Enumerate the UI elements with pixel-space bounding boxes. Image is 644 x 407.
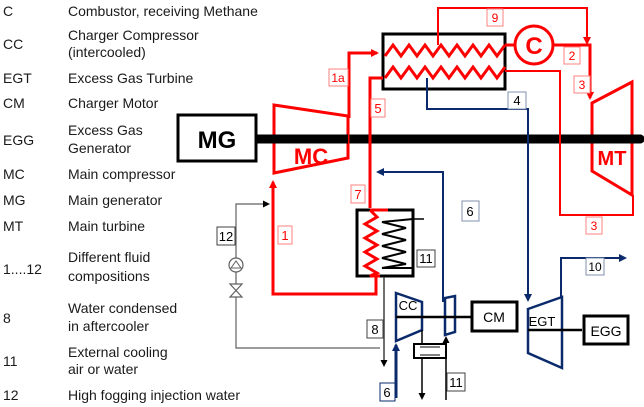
legend-abbr: 1....12 xyxy=(3,261,42,277)
legend-desc: Charger Motor xyxy=(68,95,159,111)
stream-label-1: 1 xyxy=(277,225,293,245)
legend-abbr: MG xyxy=(3,192,26,208)
recuperator xyxy=(381,32,507,91)
stream-label-3-top: 3 xyxy=(573,75,591,94)
combustor: C xyxy=(513,24,555,66)
charger-compressor-stage2 xyxy=(443,294,457,337)
intercooler xyxy=(413,330,450,400)
stream-1a-line xyxy=(347,49,379,118)
hot-streams xyxy=(269,7,634,296)
stream-label-11-aftercooler: 11 xyxy=(416,249,436,268)
svg-text:8: 8 xyxy=(371,322,378,337)
recuperator-coil-top xyxy=(383,42,507,59)
svg-text:10: 10 xyxy=(588,260,602,274)
svg-text:9: 9 xyxy=(492,11,499,25)
legend-abbr: 8 xyxy=(3,310,11,326)
stream-label-12: 12 xyxy=(216,226,236,246)
mg-label: MG xyxy=(198,127,237,154)
legend-abbr: C xyxy=(3,3,14,19)
stream-labels: 1 1a 5 7 9 2 3 3 xyxy=(216,8,605,402)
legend-abbr: CM xyxy=(3,95,25,111)
egg-label: EGG xyxy=(590,323,621,339)
legend-desc: High fogging injection water xyxy=(68,387,240,403)
stream-4-line xyxy=(426,78,532,302)
aftercooler-cooling-coil xyxy=(381,218,414,269)
svg-text:1a: 1a xyxy=(331,71,345,85)
legend-abbr: 11 xyxy=(3,353,18,369)
stream-label-7: 7 xyxy=(350,184,366,204)
legend-desc: (intercooled) xyxy=(68,44,146,60)
legend-desc: Excess Gas xyxy=(68,122,143,138)
turbine-exhaust-loop xyxy=(505,70,634,216)
legend-abbr: EGT xyxy=(3,70,32,86)
fogging-line xyxy=(235,200,380,349)
stream-label-3-bottom: 3 xyxy=(585,216,603,235)
legend-desc: Main compressor xyxy=(68,166,176,182)
legend-desc: Excess Gas Turbine xyxy=(68,70,194,86)
stream-1-line xyxy=(269,180,378,296)
svg-text:12: 12 xyxy=(219,229,233,244)
legend-desc: Water condensed xyxy=(68,300,178,316)
legend-desc: External cooling xyxy=(68,344,168,360)
svg-text:11: 11 xyxy=(419,251,433,266)
stream-label-11-intercooler: 11 xyxy=(446,372,466,392)
legend-desc: compositions xyxy=(68,268,150,284)
stream-label-2: 2 xyxy=(563,46,581,65)
stream-label-4: 4 xyxy=(507,91,527,110)
stream-label-9: 9 xyxy=(486,8,504,27)
legend-desc: Generator xyxy=(68,140,132,156)
legend-abbr: 12 xyxy=(3,387,19,403)
legend-desc: Main turbine xyxy=(68,218,146,234)
legend-abbr: MT xyxy=(3,218,24,234)
svg-text:1: 1 xyxy=(281,228,288,243)
excess-gas-generator: EGG xyxy=(582,314,630,346)
combustor-label: C xyxy=(525,33,542,60)
main-generator: MG xyxy=(176,113,258,163)
legend-desc: Different fluid xyxy=(68,249,151,265)
svg-text:7: 7 xyxy=(354,187,361,202)
legend-desc: in aftercooler xyxy=(68,318,149,334)
legend-desc: Combustor, receiving Methane xyxy=(68,3,258,19)
stream-label-5: 5 xyxy=(370,98,386,118)
svg-text:11: 11 xyxy=(449,375,463,390)
svg-text:3: 3 xyxy=(591,219,598,233)
legend-abbr: EGG xyxy=(3,132,35,148)
mc-label: MC xyxy=(294,144,328,169)
svg-text:6: 6 xyxy=(383,385,390,400)
stream-5-line xyxy=(368,76,383,208)
svg-text:3: 3 xyxy=(579,78,586,92)
cc-label: CC xyxy=(399,298,418,313)
charger-motor: CM xyxy=(470,300,519,333)
svg-text:4: 4 xyxy=(513,93,520,108)
svg-text:2: 2 xyxy=(569,49,576,63)
stream-label-1a: 1a xyxy=(328,68,349,87)
aftercooler xyxy=(355,208,424,278)
stream-6-line xyxy=(376,168,444,302)
mt-label: MT xyxy=(598,148,627,170)
legend-desc: air or water xyxy=(68,361,139,377)
main-compressor: MC xyxy=(255,103,350,175)
stream-label-6-top: 6 xyxy=(461,200,480,222)
recuperator-coil-bottom xyxy=(383,64,507,81)
stream-label-6-bottom: 6 xyxy=(379,382,396,402)
fogging-valve xyxy=(228,283,244,298)
legend-desc: Main generator xyxy=(68,192,163,208)
cm-label: CM xyxy=(483,309,505,325)
legend-abbr: CC xyxy=(3,36,24,52)
stream-label-8: 8 xyxy=(366,319,384,339)
aftercooler-hot-coil xyxy=(362,208,381,278)
stream-9-line xyxy=(437,7,591,45)
egt-label: EGT xyxy=(529,314,556,329)
legend-desc: Charger Compressor xyxy=(68,27,199,43)
svg-text:6: 6 xyxy=(466,204,473,219)
legend-abbr: MC xyxy=(3,166,25,182)
excess-gas-turbine: EGT xyxy=(526,295,582,370)
stream-label-10: 10 xyxy=(585,257,605,276)
fogging-pump xyxy=(228,257,244,273)
svg-text:5: 5 xyxy=(374,101,381,116)
main-turbine: MT xyxy=(585,79,644,198)
